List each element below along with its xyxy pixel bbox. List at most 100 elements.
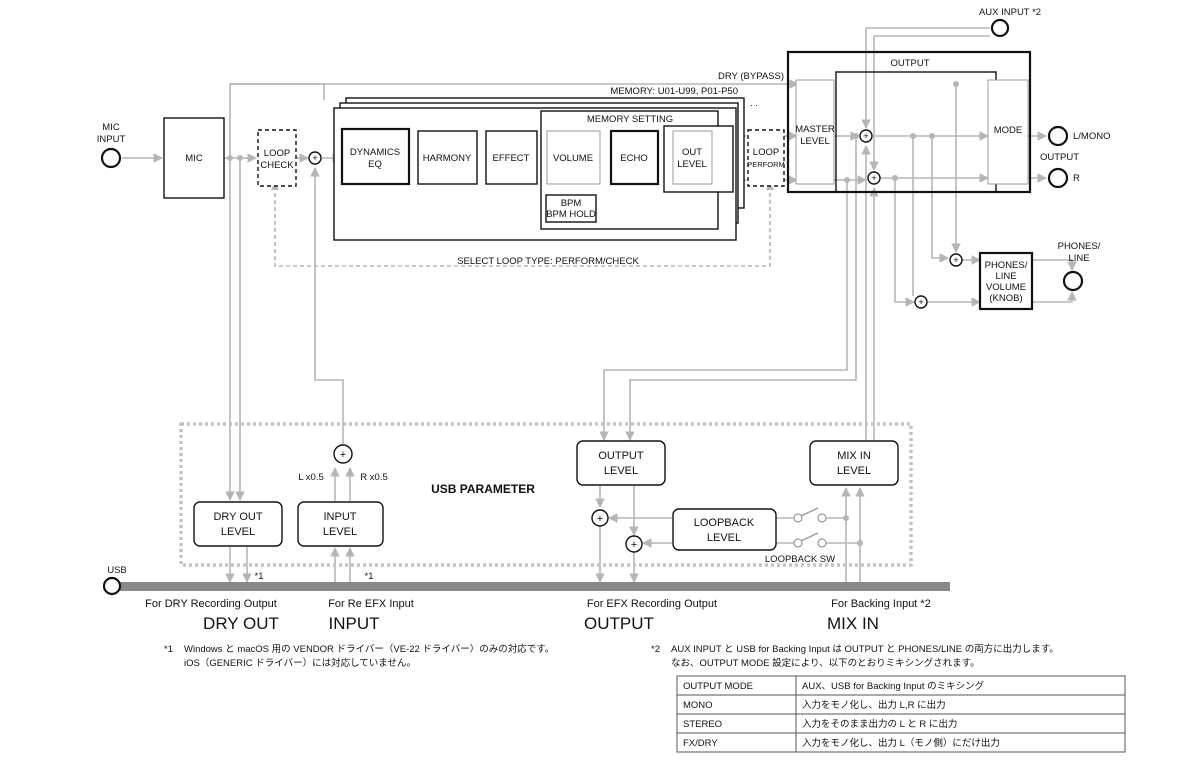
output-l-jack (1047, 125, 1069, 147)
for-dry-label: For DRY Recording Output (145, 598, 277, 610)
loop-check-label-1: LOOP (264, 148, 290, 159)
memory-label: MEMORY: U01-U99, P01-P50 (610, 86, 738, 97)
bpm-label-2: BPM HOLD (546, 209, 596, 220)
dynamics-label-1: DYNAMICS (350, 147, 400, 158)
echo-block (609, 129, 660, 186)
r-x05-label: R x0.5 (360, 472, 387, 483)
pvol-label-4: (KNOB) (989, 293, 1022, 304)
table-cell: OUTPUT MODE (683, 681, 753, 692)
loop-check-block (257, 129, 297, 187)
note-mark-b: *1 (365, 571, 374, 582)
usb-output-level-block (576, 440, 666, 486)
usb-jack (102, 576, 122, 596)
usb-output-label-2: LEVEL (604, 465, 638, 477)
output-sum-r (867, 171, 881, 185)
mode-block (987, 79, 1029, 185)
output-mode-table: OUTPUT MODE AUX、USB for Backing Input のミ… (676, 675, 1126, 753)
output-frame-label: OUTPUT (890, 58, 929, 69)
for-backing-label: For Backing Input *2 (831, 598, 931, 610)
dry-bypass-label: DRY (BYPASS) (718, 71, 784, 82)
mic-block-label: MIC (185, 153, 203, 164)
output-inner-frame (835, 71, 997, 193)
footnote-2-mark: *2 (651, 644, 660, 655)
memory-dots: . . (750, 98, 758, 109)
out-level-block (672, 130, 713, 185)
mic-input-jack (100, 147, 122, 169)
master-label-2: LEVEL (800, 136, 830, 147)
dry-out-label-2: LEVEL (221, 526, 255, 538)
usb-output-sum-2-plus: + (631, 539, 637, 551)
usb-parameter-frame (179, 422, 913, 567)
usb-label: USB (107, 565, 127, 576)
dynamics-eq-block (340, 127, 411, 186)
mode-label: MODE (994, 125, 1023, 136)
effect-block (485, 130, 538, 185)
phones-sum-2 (914, 295, 928, 309)
usb-output-label-1: OUTPUT (598, 450, 644, 462)
table-cell: STEREO (683, 719, 722, 730)
output-big-label: OUTPUT (584, 614, 654, 633)
mix-in-big-label: MIX IN (827, 614, 879, 633)
phones-volume-block (978, 251, 1034, 311)
footnote-1-line-2: iOS（GENERIC ドライバー）には対応していません。 (184, 657, 416, 669)
out-level-label-1: OUT (682, 147, 702, 158)
dry-out-big-label: DRY OUT (203, 614, 279, 633)
input-level-label-2: LEVEL (323, 526, 357, 538)
note-mark-a: *1 (255, 571, 264, 582)
input-level-block (297, 501, 384, 547)
loop-perform-label-1: LOOP (753, 147, 779, 158)
phones-label-2: LINE (1068, 253, 1089, 264)
effect-label: EFFECT (493, 153, 530, 164)
usb-parameter-label: USB PARAMETER (431, 482, 535, 496)
aux-input-label: AUX INPUT *2 (979, 7, 1041, 18)
mix-in-level-block (809, 440, 899, 486)
table-cell: AUX、USB for Backing Input のミキシング (802, 680, 985, 692)
l-x05-label: L x0.5 (298, 472, 324, 483)
table-cell: 入力をモノ化し、出力 L,R に出力 (802, 699, 946, 711)
loopback-sw-label: LOOPBACK SW (765, 554, 835, 565)
output-sum-r-plus: + (871, 173, 877, 184)
input-level-label-1: INPUT (324, 511, 357, 523)
select-loop-label: SELECT LOOP TYPE: PERFORM/CHECK (457, 256, 639, 267)
output-side-label: OUTPUT (1040, 152, 1079, 163)
mic-input-label-2: INPUT (97, 134, 126, 145)
master-label-1: MASTER (795, 124, 835, 135)
mic-input-label-1: MIC (102, 122, 120, 133)
signal-lines (122, 27, 1077, 584)
bpm-label-1: BPM (561, 198, 582, 209)
usb-bus-bar (112, 582, 950, 591)
input-sum (308, 151, 322, 165)
output-sum-l (859, 129, 873, 143)
loop-perform-label-2: PERFORM (747, 160, 785, 169)
dry-out-level-block (193, 501, 283, 547)
memory-setting-label: MEMORY SETTING (587, 114, 673, 125)
usb-output-sum-2 (625, 535, 643, 553)
output-r-jack (1047, 167, 1069, 189)
echo-label: ECHO (620, 153, 647, 164)
loopback-switch (793, 507, 827, 548)
bpm-block (545, 194, 597, 223)
l-mono-label: L/MONO (1073, 131, 1110, 142)
output-sum-l-plus: + (863, 131, 869, 142)
usb-output-sum-1 (591, 509, 609, 527)
volume-label: VOLUME (553, 153, 593, 164)
loop-perform-block (747, 129, 785, 187)
aux-input-jack (990, 18, 1010, 38)
table-cell: 入力をそのまま出力の L と R に出力 (802, 718, 957, 730)
pvol-label-1: PHONES/ (985, 260, 1028, 271)
for-re-efx-label: For Re EFX Input (328, 598, 414, 610)
junction-dots (227, 81, 959, 546)
usb-input-sum (333, 444, 353, 464)
footnote-2-line-1: AUX INPUT と USB for Backing Input は OUTP… (671, 643, 1059, 655)
pvol-label-3: VOLUME (986, 282, 1026, 293)
for-efx-label: For EFX Recording Output (587, 598, 717, 610)
phones-jack (1062, 270, 1084, 292)
footnote-1-line-1: Windows と macOS 用の VENDOR ドライバー（VE-22 ドラ… (184, 643, 554, 655)
input-sum-plus: + (312, 153, 318, 164)
table-cell: 入力をモノ化し、出力 L（モノ側）にだけ出力 (802, 737, 1000, 749)
phones-sum-1-plus: + (953, 255, 959, 266)
dry-out-label-1: DRY OUT (213, 511, 262, 523)
out-level-label-2: LEVEL (677, 159, 707, 170)
dynamics-label-2: EQ (368, 159, 382, 170)
